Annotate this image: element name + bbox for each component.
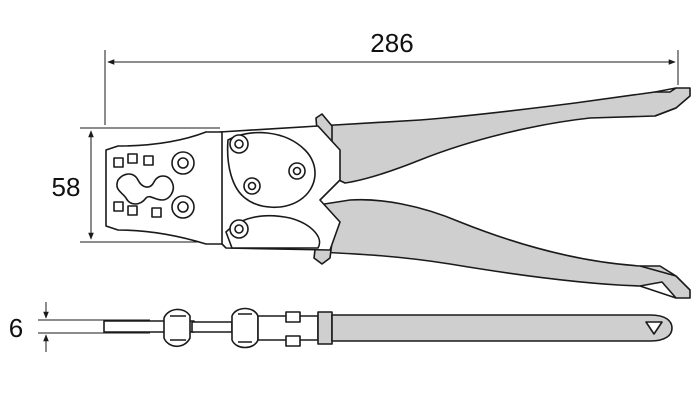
die-square-6 <box>151 207 162 218</box>
die-square-5 <box>127 205 138 216</box>
rivets <box>171 134 306 239</box>
tool-top-view <box>105 87 691 299</box>
side-pivot-bottom <box>285 335 301 347</box>
side-grip-shoulder <box>317 311 333 345</box>
crimp-die-profile <box>116 173 175 205</box>
height-label: 58 <box>52 172 81 202</box>
side-handle-hole <box>645 321 663 335</box>
side-jaw-rivet <box>163 308 191 348</box>
upper-handle-grip <box>317 87 691 184</box>
die-square-4 <box>113 201 124 212</box>
thickness-label: 6 <box>9 313 23 343</box>
side-pivot-top <box>285 311 301 323</box>
side-handle-grip <box>331 314 673 342</box>
die-square-1 <box>113 157 124 168</box>
length-dimension <box>104 50 679 125</box>
die-square-3 <box>143 155 154 166</box>
length-label: 286 <box>370 28 413 58</box>
tool-side-view <box>103 307 673 349</box>
thickness-dimension <box>38 302 150 352</box>
lower-handle-grip <box>317 198 691 299</box>
die-square-2 <box>127 153 138 164</box>
side-connector <box>191 321 233 333</box>
